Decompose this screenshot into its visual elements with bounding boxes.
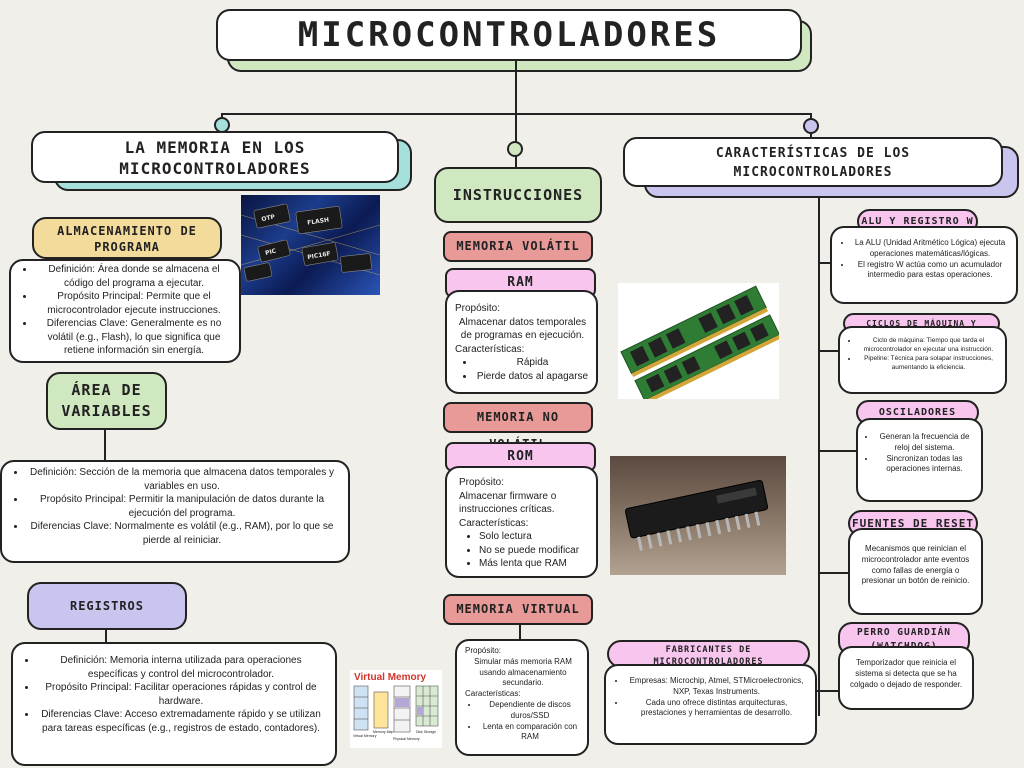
characteristics-header: CARACTERÍSTICAS DE LOS MICROCONTROLADORE… — [623, 137, 1003, 187]
machine-cycles-card: Ciclo de máquina: Tiempo que tarda el mi… — [838, 326, 1007, 394]
special-registers-item: Diferencias Clave: Acceso extremadamente… — [37, 708, 325, 735]
virtual-characteristic: Lenta en comparación con RAM — [479, 722, 581, 744]
special-registers-title: REGISTROS ESPECIALES — [27, 582, 187, 657]
ram-characteristic: Pierde datos al apagarse — [475, 370, 590, 384]
connector-dot-middle — [507, 141, 523, 157]
ram-purpose-label: Propósito: — [455, 303, 501, 314]
vm-label-disk: Disk Storage — [416, 730, 436, 734]
variables-card: Definición: Sección de la memoria que al… — [0, 460, 350, 563]
special-registers-card: Definición: Memoria interna utilizada pa… — [11, 642, 337, 766]
chips-photo: OTP FLASH PIC PIC16F — [241, 195, 380, 295]
spine-tick — [818, 572, 848, 574]
memory-section-header: LA MEMORIA EN LOS MICROCONTROLADORES — [31, 131, 399, 183]
spine-tick — [818, 262, 830, 264]
manufacturers-item: Empresas: Microchip, Atmel, STMicroelect… — [626, 676, 807, 698]
variables-connector — [104, 430, 106, 460]
reset-sources-card: Mecanismos que reinician el microcontrol… — [848, 528, 983, 615]
ram-card: Propósito: Almacenar datos temporales de… — [445, 290, 598, 394]
virtual-characteristics-label: Características: — [465, 689, 521, 699]
virtual-memory-card: Propósito: Simular más memoria RAM usand… — [455, 639, 589, 756]
virtual-connector — [519, 625, 521, 639]
vm-label-map: Memory Map — [373, 730, 393, 734]
vm-diagram-title: Virtual Memory — [354, 672, 426, 683]
ram-photo — [618, 283, 779, 399]
spine-tick — [818, 450, 856, 452]
virtual-memory-diagram: Virtual Memory Virtual Memory Memory Map… — [350, 670, 442, 748]
non-volatile-memory-label: MEMORIA NO VOLÁTIL — [443, 402, 593, 451]
watchdog-text: Temporizador que reinicia el sistema si … — [849, 658, 963, 689]
virtual-purpose-label: Propósito: — [465, 646, 502, 655]
rom-purpose: Almacenar firmware o instrucciones críti… — [459, 490, 557, 516]
virtual-characteristic: Dependiente de discos duros/SSD — [479, 700, 581, 722]
special-registers-item: Definición: Memoria interna utilizada pa… — [37, 654, 325, 681]
ram-purpose: Almacenar datos temporales de programas … — [458, 316, 587, 342]
page-title: MICROCONTROLADORES — [216, 9, 802, 61]
reset-sources-text: Mecanismos que reinician el microcontrol… — [861, 544, 970, 586]
rom-chip-photo — [610, 456, 786, 575]
program-storage-item: Diferencias Clave: Generalmente es no vo… — [35, 317, 233, 358]
rom-characteristics-label: Características: — [459, 517, 529, 529]
volatile-memory-label: MEMORIA VOLÁTIL — [443, 231, 593, 262]
program-storage-title: ALMACENAMIENTO DE PROGRAMA — [32, 217, 222, 259]
machine-cycles-item: Pipeline: Técnica para solapar instrucci… — [858, 354, 999, 372]
rom-characteristic: Más lenta que RAM — [479, 557, 590, 571]
alu-card: La ALU (Unidad Aritmético Lógica) ejecut… — [830, 226, 1018, 304]
rom-characteristic: No se puede modificar — [479, 544, 590, 558]
connector-dot-right — [803, 118, 819, 134]
spine-tick — [818, 350, 838, 352]
vm-label-virtual: Virtual Memory — [353, 734, 377, 738]
alu-item: El registro W actúa como un acumulador i… — [852, 260, 1008, 282]
spine-tick — [805, 690, 838, 692]
chip-label-flash: FLASH — [307, 217, 330, 227]
watchdog-card: Temporizador que reinicia el sistema si … — [838, 646, 974, 710]
manufacturers-card: Empresas: Microchip, Atmel, STMicroelect… — [604, 664, 817, 745]
variables-title: ÁREA DE VARIABLES — [46, 372, 167, 430]
rom-card: Propósito: Almacenar firmware o instrucc… — [445, 466, 598, 578]
chip-label-otp: OTP — [261, 213, 276, 223]
rom-purpose-label: Propósito: — [459, 477, 505, 488]
ram-characteristic: Rápida — [475, 356, 590, 370]
alu-item: La ALU (Unidad Aritmético Lógica) ejecut… — [852, 238, 1008, 260]
registers-connector — [105, 630, 107, 642]
right-spine — [818, 198, 820, 716]
program-storage-item: Propósito Principal: Permite que el micr… — [35, 290, 233, 317]
program-storage-item: Definición: Área donde se almacena el có… — [35, 263, 233, 290]
variables-item: Propósito Principal: Permitir la manipul… — [26, 493, 338, 520]
instructions-header: INSTRUCCIONES — [434, 167, 602, 223]
branch-line — [222, 113, 812, 115]
machine-cycles-item: Ciclo de máquina: Tiempo que tarda el mi… — [858, 336, 999, 354]
manufacturers-item: Cada uno ofrece distintas arquitecturas,… — [626, 698, 807, 720]
chip-label-pic: PIC — [265, 247, 278, 257]
rom-characteristic: Solo lectura — [479, 530, 590, 544]
program-storage-card: Definición: Área donde se almacena el có… — [9, 259, 241, 363]
oscillators-card: Generan la frecuencia de reloj del siste… — [856, 418, 983, 502]
virtual-purpose: Simular más memoria RAM usando almacenam… — [474, 656, 572, 688]
oscillators-item: Generan la frecuencia de reloj del siste… — [876, 432, 973, 454]
variables-item: Diferencias Clave: Normalmente es voláti… — [26, 520, 338, 547]
title-trunk — [515, 61, 517, 115]
virtual-memory-title: MEMORIA VIRTUAL — [443, 594, 593, 625]
ram-characteristics-label: Características: — [455, 343, 525, 355]
oscillators-item: Sincronizan todas las operaciones intern… — [876, 454, 973, 476]
variables-item: Definición: Sección de la memoria que al… — [26, 466, 338, 493]
chip-label-pic16f: PIC16F — [307, 250, 331, 261]
vm-label-physical: Physical Memory — [393, 737, 420, 741]
special-registers-item: Propósito Principal: Facilitar operacion… — [37, 681, 325, 708]
